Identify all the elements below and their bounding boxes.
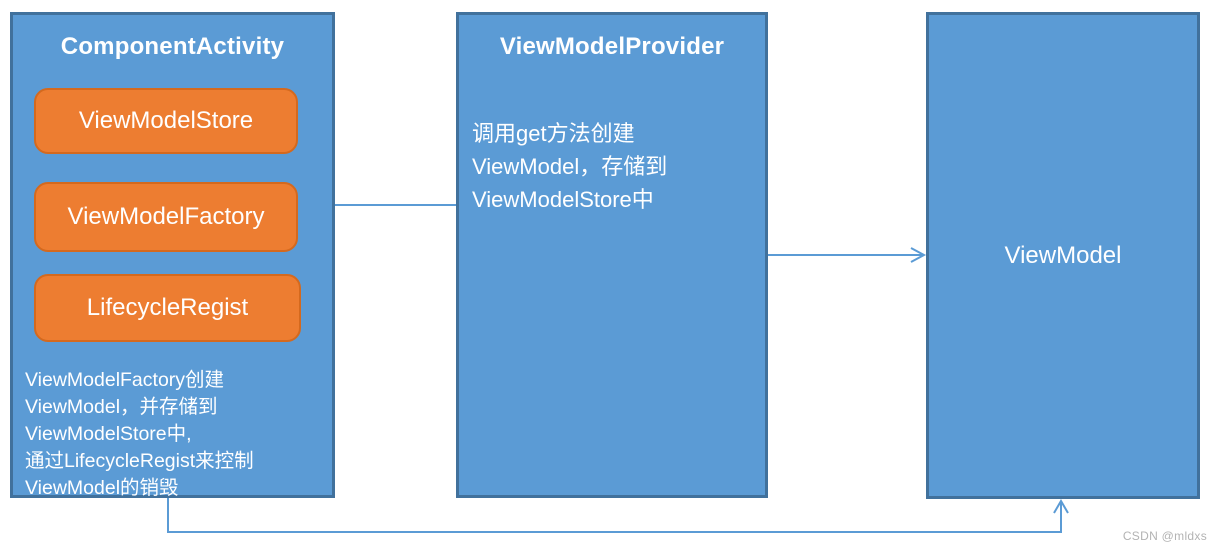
view-model-provider-title: ViewModelProvider	[499, 33, 725, 60]
viewmodelstore-label: ViewModelStore	[78, 107, 254, 134]
view-model-provider-box: ViewModelProvider 调用get方法创建 ViewModel，存储…	[456, 12, 768, 498]
note-line: ViewModelStore中,	[25, 423, 192, 445]
component-activity-title: ComponentActivity	[60, 33, 285, 60]
csdn-watermark: CSDN @mldxs	[1122, 529, 1207, 543]
view-model-label: ViewModel	[1004, 241, 1122, 269]
viewmodelstore-node: ViewModelStore	[34, 88, 298, 154]
lifecycleregist-node: LifecycleRegist	[34, 274, 301, 342]
component-activity-box: ComponentActivity ViewModelStore ViewMod…	[10, 12, 335, 499]
lifecycleregist-label: LifecycleRegist	[86, 294, 249, 321]
arrowhead-up-icon	[1053, 499, 1069, 514]
description-line: ViewModel，存储到	[472, 154, 668, 179]
note-line: ViewModel的销毁	[25, 477, 179, 499]
viewmodelfactory-label: ViewModelFactory	[67, 203, 265, 230]
viewmodelfactory-node: ViewModelFactory	[34, 182, 298, 252]
component-activity-note: ViewModelFactory创建 ViewModel，并存储到 ViewMo…	[25, 367, 324, 502]
description-line: ViewModelStore中	[472, 187, 654, 212]
note-line: ViewModelFactory创建	[25, 369, 225, 391]
view-model-provider-description: 调用get方法创建 ViewModel，存储到 ViewModelStore中	[472, 117, 757, 216]
note-line: 通过LifecycleRegist来控制	[25, 450, 254, 472]
note-line: ViewModel，并存储到	[25, 396, 218, 418]
description-line: 调用get方法创建	[472, 121, 635, 146]
view-model-box: ViewModel	[926, 12, 1200, 499]
connector-activity-to-viewmodel-bottom	[167, 498, 1062, 533]
arrowhead-right-icon	[910, 247, 927, 263]
